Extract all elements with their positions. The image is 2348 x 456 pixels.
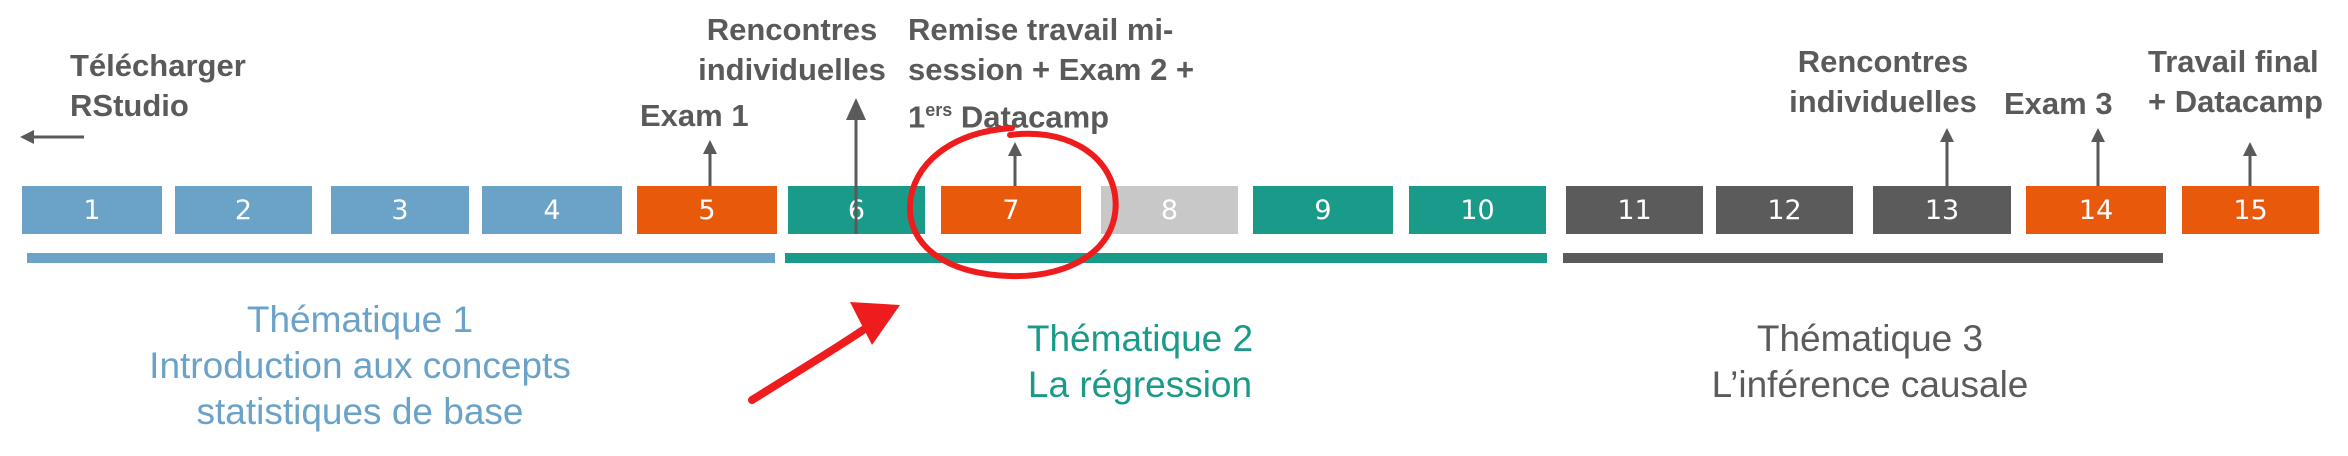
session-box-2: 2 [175,186,312,234]
session-box-1: 1 [22,186,162,234]
meetings-2-arrow-icon [1940,128,1954,186]
session-box-13: 13 [1873,186,2011,234]
left-arrow-icon [20,130,84,144]
theme-3-bar [1563,253,2163,263]
session-box-8: 8 [1101,186,1238,234]
download-rstudio-label: Télécharger RStudio [70,48,246,123]
final-work-label: Travail final + Datacamp [2148,44,2323,119]
session-box-14: 14 [2026,186,2166,234]
midterm-arrow-icon [1008,142,1022,186]
individual-meetings-label-1: Rencontres individuelles [698,12,886,87]
exam-3-label: Exam 3 [2004,86,2113,121]
theme-1-bar [27,253,775,263]
final-arrow-icon [2243,142,2257,186]
session-box-10: 10 [1409,186,1546,234]
exam-1-label: Exam 1 [640,98,749,133]
session-box-15: 15 [2182,186,2319,234]
theme-1-text: Thématique 1 Introduction aux concepts s… [149,299,571,432]
midterm-submission-label: Remise travail mi- session + Exam 2 + 1e… [908,12,1195,135]
individual-meetings-label-2: Rencontres individuelles [1789,44,1977,119]
theme-2-bar [785,253,1547,263]
session-box-4: 4 [482,186,622,234]
theme-3-text: Thématique 3 L’inférence causale [1711,318,2029,405]
session-box-7: 7 [941,186,1081,234]
session-box-3: 3 [331,186,469,234]
session-box-12: 12 [1716,186,1853,234]
session-box-9: 9 [1253,186,1393,234]
red-pointer-arrow-icon [748,302,900,404]
exam-3-arrow-icon [2091,128,2105,186]
theme-2-text: Thématique 2 La régression [1026,318,1254,405]
session-box-5: 5 [637,186,777,234]
highlight-circle-icon [906,125,1119,280]
session-box-11: 11 [1566,186,1703,234]
exam-1-arrow-icon [703,140,717,186]
meetings-1-arrow-icon [846,98,866,234]
